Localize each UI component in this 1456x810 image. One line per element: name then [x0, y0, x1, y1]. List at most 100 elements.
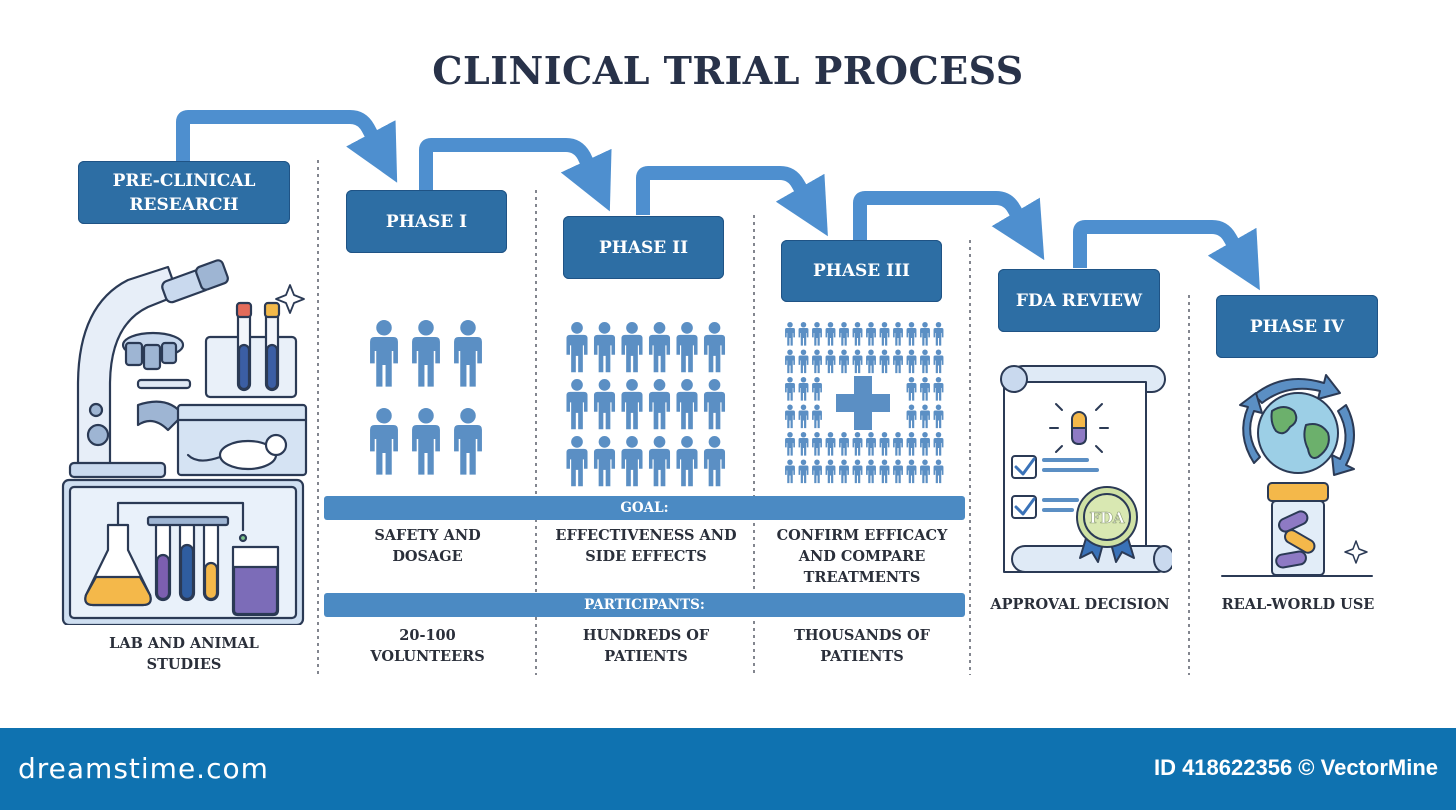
mouse-icon — [176, 403, 308, 477]
footer-bar — [0, 728, 1456, 810]
person-icon — [906, 377, 917, 401]
person-icon — [648, 436, 671, 487]
checklist-icon — [1011, 455, 1099, 519]
goal-band: GOAL: — [324, 496, 965, 520]
stage-preclinical-line2: RESEARCH — [129, 194, 239, 215]
cross-icon — [834, 374, 892, 432]
cycle-arrows-icon — [1239, 374, 1355, 476]
person-icon — [812, 432, 822, 456]
person-icon — [676, 379, 698, 430]
person-icon — [812, 459, 822, 484]
person-icon — [933, 404, 944, 429]
person-icon — [852, 322, 863, 346]
person-icon — [812, 349, 822, 374]
phase3-goal-line2: AND COMPARE — [798, 548, 926, 565]
phase2-goal-line2: SIDE EFFECTS — [585, 548, 707, 565]
person-icon — [893, 322, 903, 346]
stage-box-preclinical: PRE-CLINICAL RESEARCH — [78, 161, 290, 224]
person-icon — [866, 322, 876, 346]
test-tubes-icon — [146, 515, 230, 602]
preclinical-caption-line2: STUDIES — [146, 656, 222, 673]
person-icon — [798, 432, 809, 456]
person-icon — [798, 349, 809, 374]
phase3-goal-line3: TREATMENTS — [803, 569, 921, 586]
person-icon — [593, 436, 616, 487]
person-icon — [785, 322, 795, 346]
person-icon — [933, 432, 944, 456]
person-icon — [785, 432, 795, 456]
person-icon — [703, 436, 726, 487]
stage-phase2-label: PHASE II — [598, 237, 689, 258]
person-icon — [852, 349, 863, 374]
fda-seal-icon — [1076, 486, 1138, 563]
person-icon — [920, 349, 930, 374]
person-icon — [866, 349, 876, 374]
stage-box-phase1: PHASE I — [346, 190, 507, 253]
arrow-5 — [1073, 220, 1260, 291]
person-icon — [566, 379, 588, 430]
person-icon — [825, 349, 836, 374]
person-icon — [879, 322, 890, 346]
person-icon — [566, 436, 588, 487]
person-icon — [798, 404, 809, 429]
person-icon — [906, 322, 917, 346]
person-icon — [933, 377, 944, 401]
person-icon — [920, 432, 930, 456]
person-icon — [879, 459, 890, 484]
person-icon — [906, 432, 917, 456]
phase2-participants-line2: PATIENTS — [604, 648, 688, 665]
person-icon — [933, 459, 944, 484]
phase2-participants: HUNDREDS OF PATIENTS — [540, 625, 752, 667]
sparkle-icon — [1344, 540, 1368, 564]
person-icon — [785, 349, 795, 374]
person-icon — [454, 408, 482, 475]
stage-preclinical-line1: PRE-CLINICAL — [112, 170, 256, 191]
person-icon — [454, 320, 482, 387]
person-icon — [566, 322, 588, 373]
person-icon — [621, 379, 643, 430]
person-icon — [676, 436, 698, 487]
participants-band: PARTICIPANTS: — [324, 593, 965, 617]
globe-icon — [1257, 392, 1339, 474]
page-title: CLINICAL TRIAL PROCESS — [432, 48, 1024, 93]
person-icon — [866, 459, 876, 484]
person-icon — [920, 459, 930, 484]
phase1-goal-line1: SAFETY AND — [374, 527, 481, 544]
person-icon — [893, 432, 903, 456]
phase2-participants-line1: HUNDREDS OF — [582, 627, 710, 644]
stage-phase4-label: PHASE IV — [1249, 316, 1345, 337]
person-icon — [893, 459, 903, 484]
person-icon — [798, 377, 809, 401]
stage-phase1-label: PHASE I — [385, 211, 468, 232]
arrow-1 — [176, 110, 398, 183]
phase1-participants-line2: VOLUNTEERS — [370, 648, 485, 665]
person-icon — [933, 349, 944, 374]
person-icon — [798, 322, 809, 346]
phase3-participants-line2: PATIENTS — [820, 648, 904, 665]
person-icon — [785, 459, 795, 484]
preclinical-illustration — [61, 259, 308, 625]
person-icon — [906, 404, 917, 429]
person-icon — [839, 322, 849, 346]
person-icon — [621, 322, 643, 373]
person-icon — [839, 459, 849, 484]
stage-phase3-label: PHASE III — [812, 261, 911, 281]
preclinical-caption: LAB AND ANIMAL STUDIES — [78, 633, 290, 675]
goal-band-label: GOAL: — [620, 500, 669, 516]
phase1-participants: 20-100 VOLUNTEERS — [330, 625, 525, 667]
person-icon — [785, 377, 795, 401]
person-icon — [825, 322, 836, 346]
phase2-goal: EFFECTIVENESS AND SIDE EFFECTS — [540, 525, 752, 567]
phase4-illustration — [1221, 374, 1373, 577]
person-icon — [893, 349, 903, 374]
phase2-goal-line1: EFFECTIVENESS AND — [555, 527, 737, 544]
stage-box-phase4: PHASE IV — [1216, 295, 1378, 358]
person-icon — [825, 459, 836, 484]
arrow-2 — [419, 138, 612, 212]
phase4-caption-line1: REAL-WORLD USE — [1221, 596, 1375, 613]
stage-box-fda-review: FDA REVIEW — [998, 269, 1160, 332]
person-icon — [906, 459, 917, 484]
